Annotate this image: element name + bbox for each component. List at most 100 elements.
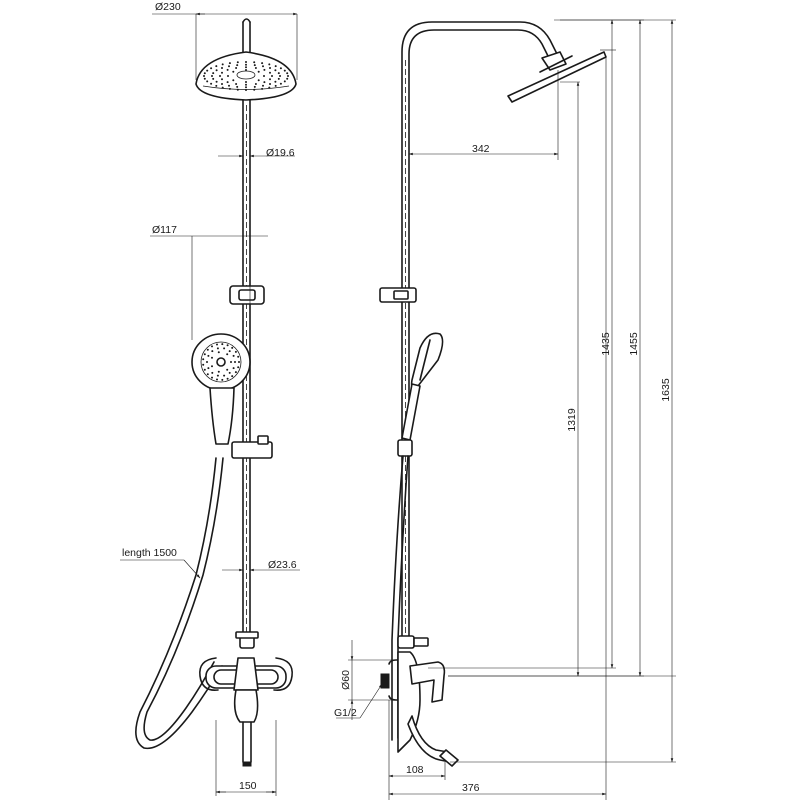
hand-shower-holder-front (231, 435, 273, 459)
nozzle-dot (232, 354, 235, 357)
nozzle-dot (279, 67, 282, 70)
nozzle-dot (211, 365, 213, 368)
label-height-total: 1635 (660, 378, 672, 402)
nozzle-dot (226, 68, 229, 71)
nozzle-dot (223, 347, 226, 350)
label-hand-shower-diameter: Ø117 (152, 224, 177, 236)
nozzle-dot (203, 75, 205, 77)
nozzle-dot (226, 377, 229, 380)
nozzle-dot (211, 345, 213, 348)
nozzle-dot (230, 361, 232, 363)
nozzle-dot (221, 83, 223, 85)
nozzle-dot (254, 83, 257, 85)
nozzle-dot (228, 65, 230, 68)
nozzle-dot (263, 75, 265, 77)
nozzle-dot (215, 69, 218, 72)
nozzle-dot (245, 66, 247, 69)
dim-hose-length: length 1500 (120, 547, 201, 579)
label-hose-length: length 1500 (122, 547, 177, 559)
nozzle-dot (227, 75, 229, 77)
nozzle-dot (236, 61, 239, 64)
label-arm-reach: 342 (472, 143, 490, 155)
nozzle-dot (215, 80, 218, 83)
nozzle-dot (206, 373, 209, 376)
nozzle-dot (277, 72, 280, 75)
spray-nozzles (203, 61, 289, 91)
nozzle-dot (261, 87, 264, 90)
nozzle-dot (217, 351, 220, 354)
nozzle-dot (269, 71, 271, 74)
hand-shower-nozzles (202, 343, 240, 381)
nozzle-dot (263, 68, 266, 71)
nozzle-dot (206, 348, 209, 351)
label-overhead-diameter: Ø230 (155, 1, 181, 13)
nozzle-dot (215, 65, 218, 68)
label-flange-diameter: Ø60 (340, 670, 352, 690)
nozzle-dot (274, 69, 277, 72)
nozzle-dot (221, 63, 224, 66)
dim-pipe-diameter: Ø23.6 (222, 559, 300, 572)
nozzle-dot (219, 75, 221, 77)
nozzle-dot (268, 86, 271, 89)
nozzle-dot (228, 371, 231, 374)
nozzle-dot (215, 84, 218, 87)
label-height-arm: 1455 (628, 332, 640, 356)
nozzle-dot (268, 63, 271, 66)
dim-total-depth: 376 (388, 58, 607, 800)
nozzle-dot (211, 376, 213, 379)
label-pipe-diameter: Ø23.6 (268, 559, 297, 571)
nozzle-dot (207, 354, 210, 357)
upper-slider-front (229, 285, 265, 305)
nozzle-dot (202, 363, 205, 366)
nozzle-dot (216, 343, 218, 346)
hand-shower-front (191, 333, 251, 445)
nozzle-dot (245, 83, 247, 86)
nozzle-dot (236, 85, 239, 88)
nozzle-dot (228, 350, 231, 353)
nozzle-dot (221, 71, 223, 74)
dim-hand-shower-diameter: Ø117 (150, 224, 268, 340)
nozzle-dot (283, 69, 286, 72)
nozzle-dot (257, 79, 260, 82)
nozzle-dot (234, 371, 237, 374)
nozzle-dot (283, 80, 286, 83)
nozzle-dot (235, 83, 238, 85)
dim-rail-diameter: Ø19.6 (218, 147, 295, 159)
mixer-front (199, 657, 293, 767)
diverter-valve-front (235, 631, 259, 649)
dim-mixer-width: 150 (215, 720, 277, 796)
nozzle-dot (263, 81, 266, 84)
label-mixer-width: 150 (239, 780, 257, 792)
nozzle-dot (232, 70, 235, 73)
nozzle-dot (206, 80, 209, 83)
label-height-head-face: 1319 (566, 408, 578, 432)
nozzle-dot (207, 367, 210, 370)
nozzle-dot (235, 67, 238, 69)
nozzle-dot (231, 375, 234, 378)
nozzle-dot (236, 88, 239, 91)
overhead-shower-front (195, 51, 297, 101)
dim-heights: 1319 1435 1455 1635 (428, 19, 676, 763)
nozzle-dot (269, 83, 271, 85)
hose-front (135, 457, 224, 750)
nozzle-dot (210, 67, 213, 70)
nozzle-dot (279, 75, 281, 77)
nozzle-dot (274, 84, 277, 87)
hose-side (391, 455, 409, 741)
label-total-depth: 376 (462, 782, 480, 794)
nozzle-dot (237, 355, 240, 358)
nozzle-dot (237, 366, 240, 369)
nozzle-dot (212, 72, 215, 75)
nozzle-dot (238, 361, 240, 363)
nozzle-dot (223, 374, 226, 377)
nozzle-dot (211, 350, 214, 353)
nozzle-dot (286, 72, 289, 75)
nozzle-dot (232, 367, 235, 370)
nozzle-dot (234, 361, 236, 363)
nozzle-dot (274, 65, 277, 68)
nozzle-dot (228, 62, 231, 65)
nozzle-dot (231, 346, 234, 349)
nozzle-dot (262, 84, 264, 87)
nozzle-dot (287, 75, 289, 77)
nozzle-dot (211, 356, 213, 359)
